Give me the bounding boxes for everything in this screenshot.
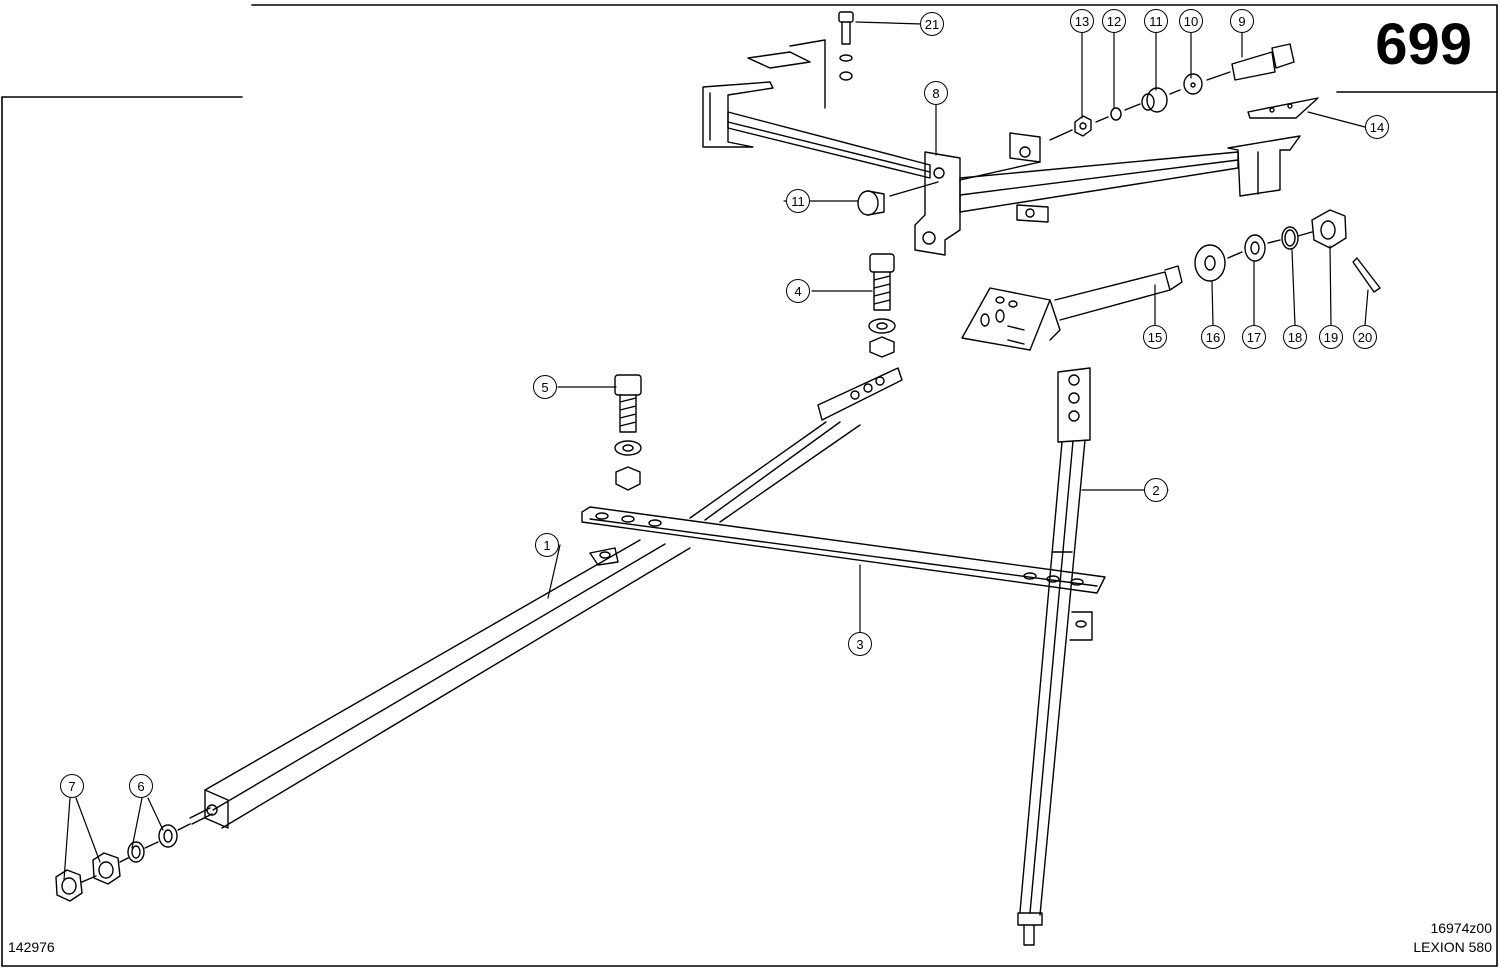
callout-19: 19 [1319,325,1343,349]
callout-16: 16 [1201,325,1225,349]
callout-21: 21 [920,12,944,36]
bolt-5-set [614,374,642,491]
callout-1: 1 [535,533,559,557]
callout-13: 13 [1070,9,1094,33]
sheet-frame [1,4,1498,967]
callout-7: 7 [60,774,84,798]
plate-14 [1247,97,1319,119]
callout-4: 4 [786,279,810,303]
callout-10: 10 [1179,9,1203,33]
strut-1 [189,367,903,829]
callout-18: 18 [1283,325,1307,349]
callout-5: 5 [533,375,557,399]
leader-lines [63,21,1369,881]
pin-15 [961,265,1183,351]
callout-20: 20 [1353,325,1377,349]
fasteners-6-7 [55,823,191,902]
machine-model: LEXION 580 [1413,939,1492,955]
page-number: 699 [1375,12,1472,77]
callout-15: 15 [1143,325,1167,349]
strut-2 [1017,367,1093,946]
callout-14: 14 [1365,115,1389,139]
drawing-info: 16974z00 LEXION 580 [1413,919,1492,957]
callout-11-left: 11 [786,189,810,213]
image-code: 16974z00 [1430,920,1492,936]
callout-9: 9 [1230,9,1254,33]
drawing-number: 142976 [8,939,55,955]
bolt-21 [838,11,854,81]
bushing-11-left [857,181,939,216]
bolt-4-set [868,253,896,358]
washers-16-19 [1194,209,1381,293]
callout-2: 2 [1144,478,1168,502]
callout-12: 12 [1102,9,1126,33]
mounting-frame [702,39,1301,256]
callout-8: 8 [924,81,948,105]
bolt-9-set [1049,43,1295,141]
flat-bar-3 [581,506,1106,594]
callout-11-top: 11 [1144,9,1168,33]
callout-17: 17 [1242,325,1266,349]
callout-3: 3 [848,632,872,656]
callout-6: 6 [129,774,153,798]
